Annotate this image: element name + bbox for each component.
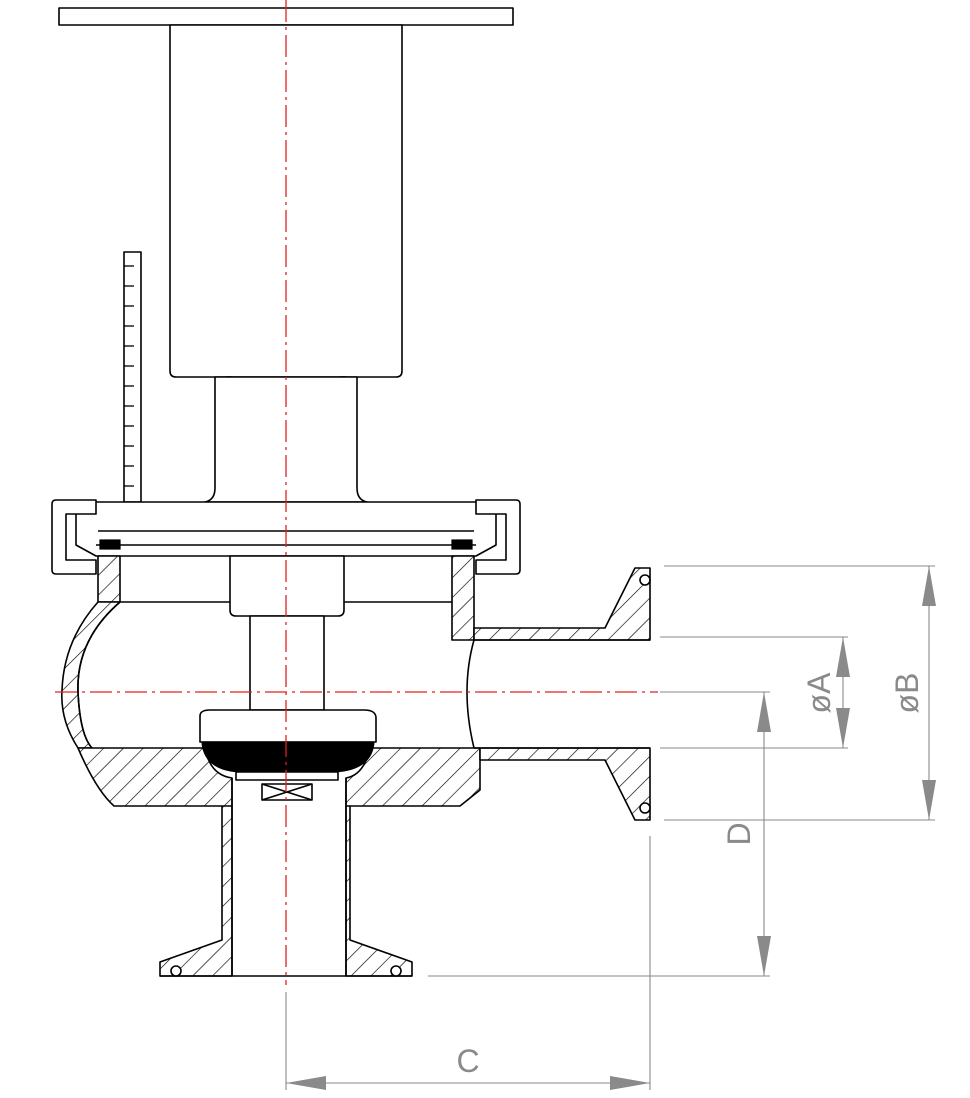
dim-arrow-D-top	[757, 692, 771, 732]
valve-body-section	[61, 555, 651, 977]
body-neck-left	[97, 555, 121, 603]
dim-arrow-A-top	[836, 637, 850, 677]
centerlines	[55, 0, 658, 985]
ferrule-groove-bottom	[639, 802, 651, 814]
plug-retainer	[235, 771, 339, 781]
dim-label-D: D	[721, 822, 757, 845]
o-ring-seal-left	[99, 539, 121, 550]
valve-plug-disc	[199, 709, 377, 743]
body-neck-right	[451, 555, 475, 641]
body-bottom-right	[345, 747, 481, 977]
plug-seal	[201, 741, 375, 773]
dim-arrow-D-bottom	[757, 936, 771, 976]
dim-label-A: øA	[801, 672, 837, 714]
stem-guide	[229, 555, 345, 617]
ferrule-groove-left	[170, 965, 182, 977]
clamp-left	[51, 499, 97, 575]
dim-arrow-B-bottom	[922, 780, 936, 820]
outlet-wall-top	[473, 567, 651, 641]
dim-arrow-C-right	[610, 1076, 650, 1090]
dim-arrow-A-bottom	[836, 708, 850, 748]
body-wall-left	[61, 601, 121, 749]
dimension-annotations: øA øB D C	[285, 565, 936, 1090]
dim-arrow-B-top	[922, 566, 936, 606]
valve-stem	[249, 615, 325, 711]
dim-label-C: C	[456, 1043, 479, 1079]
body-bottom-left	[77, 747, 233, 977]
valve-stem-and-plug	[199, 555, 377, 801]
position-indicator-scale	[123, 251, 142, 503]
outlet-wall-bottom	[479, 747, 651, 821]
ferrule-groove-top	[639, 574, 651, 586]
ferrule-groove-right	[390, 965, 402, 977]
dim-label-B: øB	[889, 673, 925, 714]
actuator-cylinder	[169, 24, 403, 378]
o-ring-seal-right	[451, 539, 473, 550]
clamp-right	[475, 499, 521, 575]
dim-arrow-C-left	[286, 1076, 326, 1090]
indicator-bar	[123, 251, 142, 503]
